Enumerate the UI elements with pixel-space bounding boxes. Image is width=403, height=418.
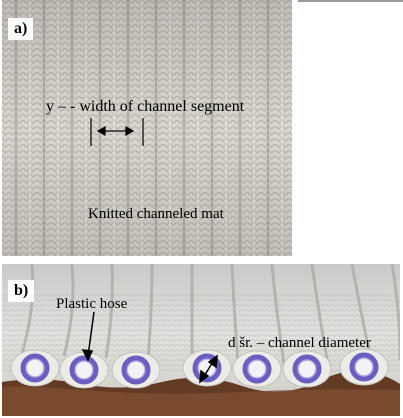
- panel-a-knitted-mat-photo: a) y – - width of channel segment Knitte…: [2, 0, 292, 256]
- diameter-pointer-arrow: [199, 354, 218, 384]
- width-of-channel-label: y – - width of channel segment: [46, 98, 245, 115]
- width-dimension-arrow: [90, 118, 144, 146]
- panel-a-label: a): [8, 18, 34, 40]
- panel-b-label: b): [8, 280, 35, 302]
- plastic-hose-label: Plastic hose: [56, 296, 128, 312]
- channel-diameter-label: d šr. – channel diameter: [228, 335, 371, 351]
- top-rule: [298, 0, 403, 2]
- channel-mat-side-image: [2, 264, 400, 416]
- knitted-mat-image: [2, 0, 292, 256]
- panel-b-channel-cross-section-photo: b) Plastic hose d šr. – channel diameter: [2, 264, 400, 416]
- knitted-mat-label: Knitted channeled mat: [88, 206, 224, 222]
- hose-pointer-arrow: [81, 311, 95, 362]
